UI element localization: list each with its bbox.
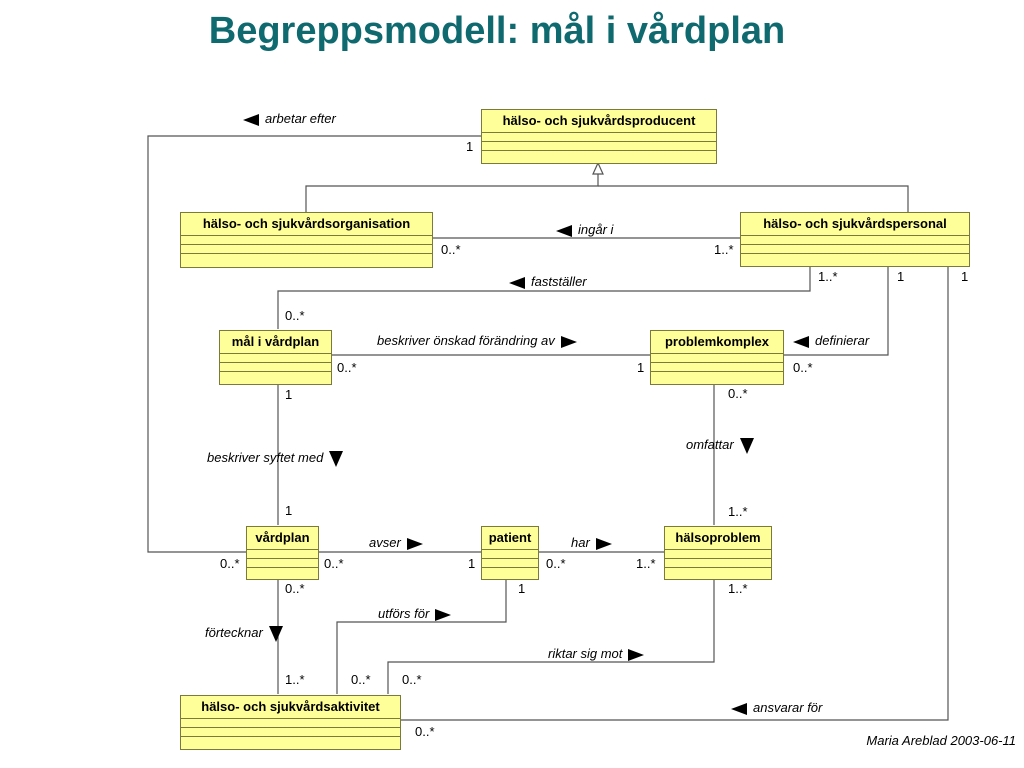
- label-ansvarar-for: ansvarar för: [731, 700, 822, 715]
- multiplicity: 0..*: [546, 556, 566, 571]
- multiplicity: 1: [468, 556, 476, 571]
- class-name: hälso- och sjukvårdsproducent: [482, 110, 716, 133]
- multiplicity: 1: [285, 503, 293, 518]
- assoc-line-arbetar-efter: [147, 135, 482, 553]
- direction-left-icon: [793, 335, 809, 348]
- class-problemkomplex: problemkomplex: [650, 330, 784, 385]
- direction-down-icon: [329, 450, 344, 467]
- multiplicity: 0..*: [402, 672, 422, 687]
- direction-right-icon: [560, 335, 577, 348]
- label-fortecknar: förtecknar: [205, 625, 283, 642]
- label-beskriver-forandring: beskriver önskad förändring av: [377, 333, 577, 348]
- label-arbetar-efter: arbetar efter: [243, 111, 336, 126]
- label-beskriver-syftet: beskriver syftet med: [207, 450, 344, 467]
- label-omfattar: omfattar: [686, 437, 754, 454]
- multiplicity: 0..*: [728, 386, 748, 401]
- class-name: vårdplan: [247, 527, 318, 550]
- multiplicity: 0..*: [415, 724, 435, 739]
- inheritance-arrow: [592, 161, 604, 175]
- class-organisation: hälso- och sjukvårdsorganisation: [180, 212, 433, 268]
- assoc-line-utfors-for: [336, 578, 507, 694]
- multiplicity: 1: [637, 360, 645, 375]
- multiplicity: 1..*: [728, 504, 748, 519]
- multiplicity: 1: [518, 581, 526, 596]
- assoc-line-ansvarar-for: [400, 266, 949, 721]
- label-faststaller: fastställer: [509, 274, 587, 289]
- multiplicity: 1..*: [714, 242, 734, 257]
- multiplicity: 1..*: [728, 581, 748, 596]
- class-aktivitet: hälso- och sjukvårdsaktivitet: [180, 695, 401, 750]
- multiplicity: 0..*: [324, 556, 344, 571]
- direction-down-icon: [268, 625, 283, 642]
- multiplicity: 0..*: [337, 360, 357, 375]
- inherit-line-organisation: [305, 174, 599, 212]
- multiplicity: 1: [285, 387, 293, 402]
- class-vardplan: vårdplan: [246, 526, 319, 580]
- label-riktar-sig-mot: riktar sig mot: [548, 646, 645, 661]
- multiplicity: 0..*: [351, 672, 371, 687]
- direction-right-icon: [595, 537, 612, 550]
- class-name: mål i vårdplan: [220, 331, 331, 354]
- class-name: patient: [482, 527, 538, 550]
- assoc-line-faststaller: [277, 266, 811, 329]
- assoc-line-definierar: [783, 266, 889, 356]
- direction-left-icon: [509, 276, 525, 289]
- class-name: hälso- och sjukvårdsaktivitet: [181, 696, 400, 719]
- assoc-line-riktar-sig-mot: [387, 578, 715, 694]
- multiplicity: 0..*: [285, 308, 305, 323]
- inherit-line-personal: [598, 185, 909, 212]
- label-definierar: definierar: [793, 333, 869, 348]
- class-halsoproblem: hälsoproblem: [664, 526, 772, 580]
- label-ingar-i: ingår i: [556, 222, 613, 237]
- multiplicity: 0..*: [285, 581, 305, 596]
- page-title: Begreppsmodell: mål i vårdplan: [208, 10, 786, 52]
- direction-right-icon: [406, 537, 423, 550]
- multiplicity: 1: [466, 139, 474, 154]
- class-name: hälso- och sjukvårdspersonal: [741, 213, 969, 236]
- label-har: har: [571, 535, 612, 550]
- multiplicity: 1: [897, 269, 905, 284]
- multiplicity: 0..*: [220, 556, 240, 571]
- class-producent: hälso- och sjukvårdsproducent: [481, 109, 717, 164]
- direction-left-icon: [243, 113, 259, 126]
- class-name: hälsoproblem: [665, 527, 771, 550]
- author-credit: Maria Areblad 2003-06-11: [866, 733, 1016, 748]
- class-name: problemkomplex: [651, 331, 783, 354]
- multiplicity: 1: [961, 269, 969, 284]
- multiplicity: 1..*: [636, 556, 656, 571]
- direction-right-icon: [435, 608, 452, 621]
- multiplicity: 1..*: [818, 269, 838, 284]
- direction-down-icon: [739, 437, 754, 454]
- direction-right-icon: [628, 648, 645, 661]
- class-mal-i-vardplan: mål i vårdplan: [219, 330, 332, 385]
- label-utfors-for: utförs för: [378, 606, 452, 621]
- class-name: hälso- och sjukvårdsorganisation: [181, 213, 432, 236]
- multiplicity: 1..*: [285, 672, 305, 687]
- class-personal: hälso- och sjukvårdspersonal: [740, 212, 970, 267]
- direction-left-icon: [731, 702, 747, 715]
- direction-left-icon: [556, 224, 572, 237]
- label-avser: avser: [369, 535, 423, 550]
- multiplicity: 0..*: [441, 242, 461, 257]
- class-patient: patient: [481, 526, 539, 580]
- multiplicity: 0..*: [793, 360, 813, 375]
